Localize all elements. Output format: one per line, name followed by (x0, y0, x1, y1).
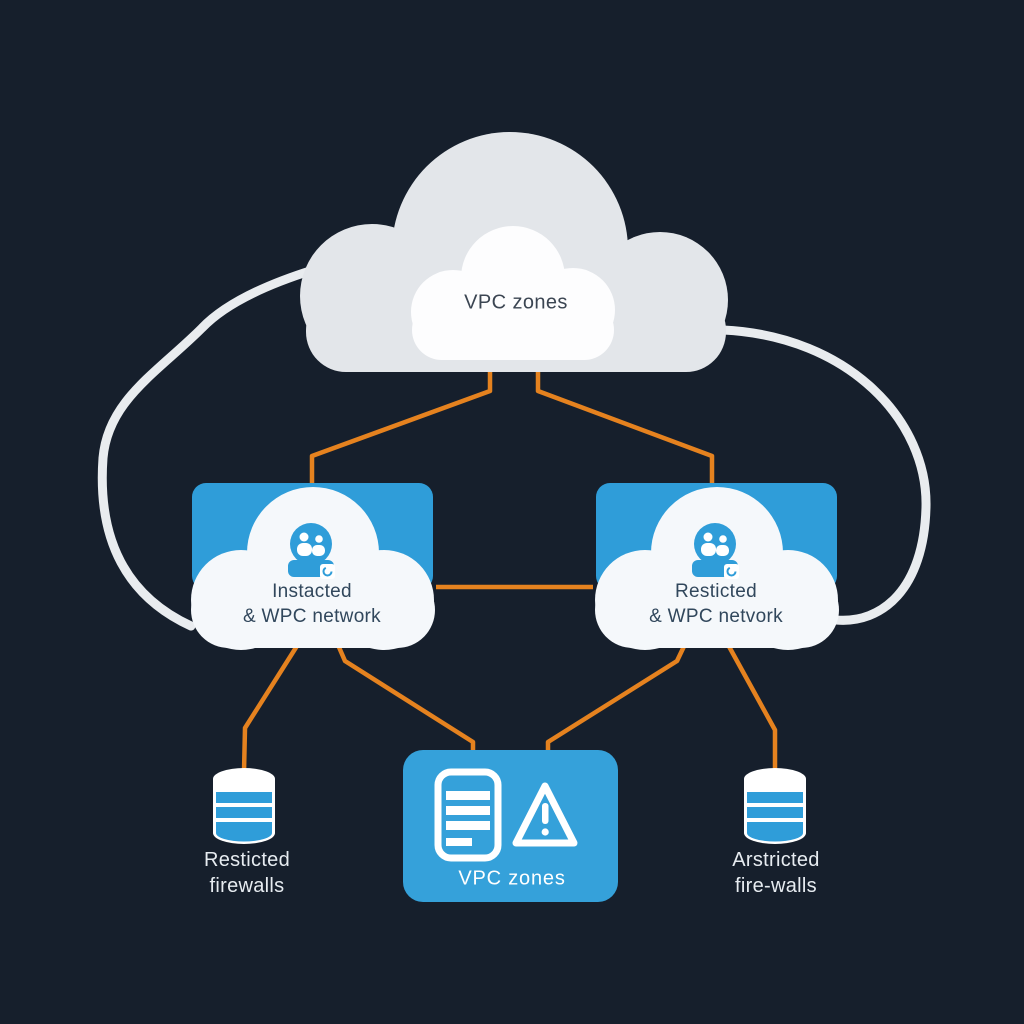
connector-rightbox-rightdb (724, 639, 778, 772)
left-network-box-label-line1: Instacted (272, 581, 352, 602)
right-curve-connector (718, 325, 931, 625)
left-curve-connector (97, 265, 318, 631)
top-cloud-inner-cloud (411, 226, 615, 360)
person-body (701, 543, 716, 556)
top-cloud-label: VPC zones (464, 291, 568, 314)
left-firewall-db-label-line1: Resticted (203, 849, 291, 871)
right-firewall-db-label-line2: fire-walls (735, 875, 817, 897)
right-network-box-label-line2: & WPC netvork (649, 606, 783, 627)
person-body (312, 545, 325, 556)
orange-connectors (241, 362, 778, 773)
person-body (297, 543, 312, 556)
sync-badge-icon (724, 564, 739, 579)
left-network-box (191, 483, 435, 650)
left-network-box-label-line2: & WPC network (243, 606, 381, 627)
person-head (315, 535, 323, 543)
team-sync-icon (288, 523, 335, 579)
person-head (299, 532, 309, 542)
left-firewall-db (213, 768, 275, 844)
center-zone-box (403, 750, 618, 902)
server-icon (434, 768, 502, 862)
connector-leftbox-leftdb (241, 636, 304, 773)
right-network-box (595, 483, 839, 650)
connector-leftbox-centerbox (332, 637, 476, 758)
center-zone-box-label: VPC zones (458, 867, 566, 890)
right-firewall-db-label-line1: Arstricted (732, 849, 820, 871)
right-network-box-label: Resticted & WPC netvork (649, 579, 783, 629)
warning-triangle-icon (512, 782, 578, 847)
team-sync-icon (692, 523, 739, 579)
connector-topcloud-rightbox (535, 362, 715, 490)
person-body (716, 545, 729, 556)
left-firewall-db-label-line2: firewalls (209, 875, 285, 897)
center-zone-box-panel (403, 750, 618, 902)
connector-topcloud-leftbox (309, 362, 493, 490)
right-firewall-db (744, 768, 806, 844)
top-cloud (300, 132, 728, 372)
white-curve-connectors (97, 265, 931, 631)
sync-badge-icon (320, 564, 335, 579)
left-firewall-db-label: Resticted firewalls (204, 847, 290, 899)
right-network-box-label-line1: Resticted (675, 581, 757, 602)
database-icon (744, 768, 806, 844)
database-icon (213, 768, 275, 844)
person-head (719, 535, 727, 543)
person-head (703, 532, 713, 542)
left-network-box-label: Instacted & WPC network (243, 579, 381, 629)
connector-rightbox-centerbox (545, 639, 690, 758)
right-firewall-db-label: Arstricted fire-walls (732, 847, 819, 899)
